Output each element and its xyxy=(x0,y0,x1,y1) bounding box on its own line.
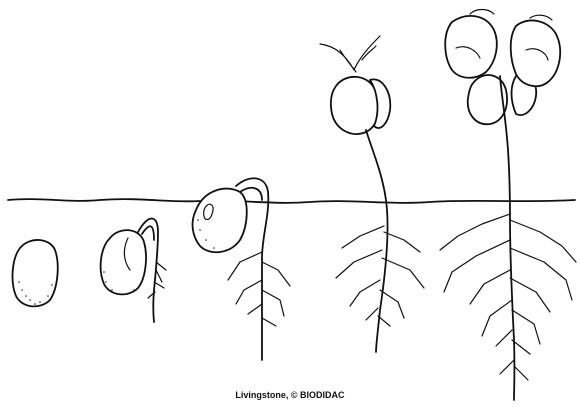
stage-2-seed-radicle xyxy=(101,219,166,323)
stage-4-cotyledons xyxy=(320,36,424,352)
soil-line xyxy=(8,199,575,203)
stage-3-hypocotyl-hook xyxy=(193,178,290,360)
stage-5-seedling xyxy=(440,10,576,401)
credit-label: Livingstone, © BIODIDAC xyxy=(0,390,580,400)
stage-1-seed xyxy=(13,240,58,306)
